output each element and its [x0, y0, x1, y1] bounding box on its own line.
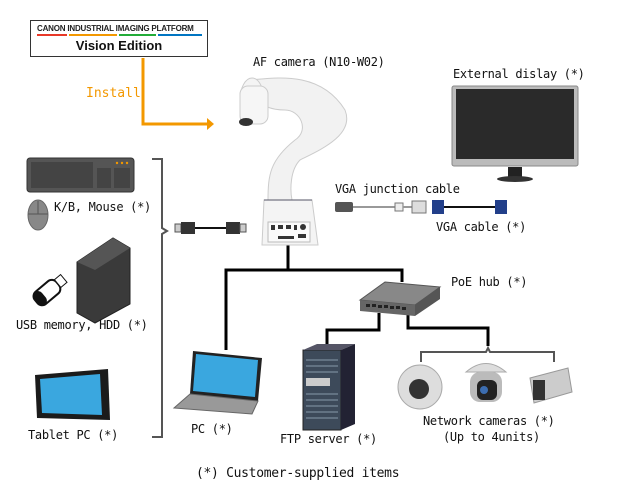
external-display-label: External dislay (*)	[453, 67, 585, 81]
install-arrow	[141, 58, 207, 126]
camera-bracket	[420, 345, 555, 362]
edition-label: Vision Edition	[75, 38, 163, 53]
box-camera-icon	[529, 367, 573, 404]
kb-mouse-label: K/B, Mouse (*)	[54, 200, 151, 214]
ftp-server-label: FTP server (*)	[280, 432, 377, 446]
install-arrowhead	[207, 118, 214, 130]
vga-cable-icon	[335, 200, 507, 214]
install-label: Install	[86, 86, 141, 101]
software-logo-box: CANON INDUSTRIAL IMAGING PLATFORM Vision…	[30, 20, 208, 57]
af-camera-robot-icon	[239, 77, 348, 246]
tablet-label: Tablet PC (*)	[28, 428, 119, 442]
mouse-icon	[27, 199, 49, 231]
ftp-server-icon	[302, 344, 355, 431]
vga-junction-cable-label: VGA junction cable	[335, 182, 460, 196]
left-bracket	[152, 158, 169, 438]
network-cameras-label: Network cameras (*)	[423, 414, 555, 428]
network-lines	[224, 243, 490, 350]
ptz-camera-icon	[464, 363, 508, 402]
usb-stick-icon	[32, 273, 68, 307]
dome-camera-icon	[397, 364, 443, 410]
tablet-icon	[35, 369, 110, 420]
vga-cable-label: VGA cable (*)	[436, 220, 527, 234]
pc-label: PC (*)	[191, 422, 233, 436]
usb-cable-icon	[174, 222, 247, 234]
usb-hdd-label: USB memory, HDD (*)	[16, 318, 148, 332]
hdd-icon	[76, 237, 131, 324]
brand-bar-blue	[158, 34, 202, 36]
laptop-icon	[172, 351, 262, 415]
brand-color-bars	[37, 34, 202, 36]
network-cameras-note: (Up to 4units)	[443, 430, 540, 444]
brand-bar-orange	[69, 34, 117, 36]
brand-bar-green	[119, 34, 156, 36]
keyboard-icon	[26, 157, 135, 193]
poe-hub-label: PoE hub (*)	[451, 275, 528, 289]
footnote: (*) Customer-supplied items	[196, 466, 400, 481]
poe-hub-icon	[358, 281, 442, 316]
brand-line: CANON INDUSTRIAL IMAGING PLATFORM	[37, 24, 194, 33]
af-camera-label: AF camera (N10-W02)	[253, 55, 385, 69]
brand-bar-red	[37, 34, 67, 36]
external-display-icon	[451, 85, 579, 182]
